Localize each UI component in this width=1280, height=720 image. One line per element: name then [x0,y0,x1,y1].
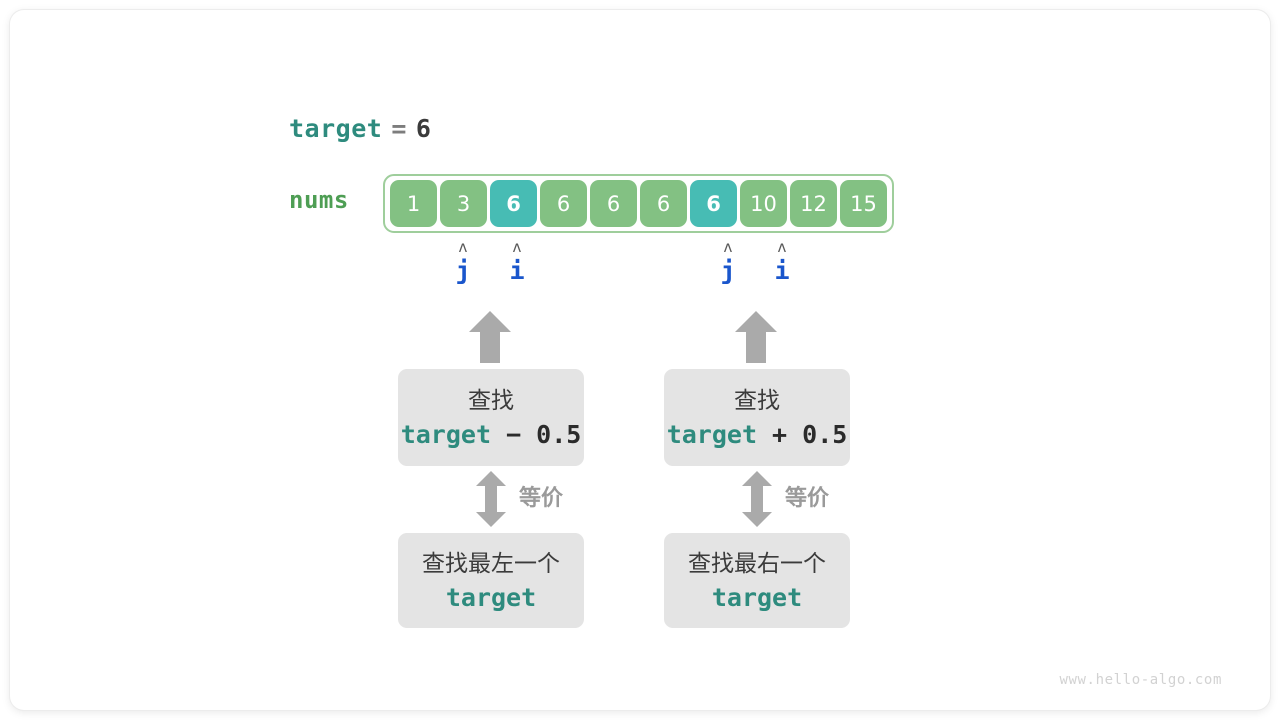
page-frame [10,10,1270,710]
lower-box-right-heading: 查找最右一个 [688,550,826,577]
array-cell[interactable]: 6 [490,180,537,227]
equivalence-label-left: 等价 [519,486,564,511]
target-declaration: target = 6 [289,109,431,147]
pointer-caret-icon: ʌ [723,238,733,256]
upper-box-right-expression: target + 0.5 [667,418,848,452]
target-variable-name: target [289,113,383,143]
pointer-caret-icon: ʌ [458,238,468,256]
pointer-caret-icon: ʌ [512,238,522,256]
equivalence-group-left: 等价 [476,471,563,527]
array-cell[interactable]: 10 [740,180,787,227]
upper-box-left-expression: target − 0.5 [401,418,582,452]
pointer-label: j [720,256,736,285]
equivalence-group-right: 等价 [742,471,829,527]
pointer-i-right: ʌ i [767,240,797,286]
pointer-j-right: ʌ j [713,240,743,286]
pointer-label: i [774,256,790,285]
array-cell[interactable]: 1 [390,180,437,227]
array-cell[interactable]: 6 [540,180,587,227]
target-value: 6 [415,113,432,143]
lower-box-right-expression: target [712,581,802,615]
upper-box-right-var: target [666,419,757,449]
site-watermark: www.hello-algo.com [1059,672,1222,688]
upper-box-left: 查找 target − 0.5 [398,369,584,466]
array-cell[interactable]: 15 [840,180,887,227]
array-cell[interactable]: 6 [640,180,687,227]
array-cell[interactable]: 6 [690,180,737,227]
upper-box-left-offset: − 0.5 [491,419,582,449]
array-cell[interactable]: 12 [790,180,837,227]
up-arrow-icon-left [469,311,511,363]
nums-array: 1 3 6 6 6 6 6 10 12 15 [383,174,894,233]
upper-box-left-heading: 查找 [468,387,514,414]
lower-box-right: 查找最右一个 target [664,533,850,628]
upper-box-left-var: target [400,419,491,449]
upper-box-right: 查找 target + 0.5 [664,369,850,466]
target-equals-operator: = [391,113,407,143]
lower-box-left-expression: target [446,581,536,615]
up-arrow-icon-right [735,311,777,363]
equivalence-label-right: 等价 [785,486,830,511]
lower-box-right-var: target [711,582,803,612]
upper-box-right-offset: + 0.5 [757,419,848,449]
lower-box-left-var: target [445,582,537,612]
pointer-label: i [509,256,525,285]
double-arrow-icon-left [476,471,506,527]
pointer-j-left: ʌ j [448,240,478,286]
upper-box-right-heading: 查找 [734,387,780,414]
pointer-label: j [455,256,471,285]
double-arrow-icon-right [742,471,772,527]
pointer-i-left: ʌ i [502,240,532,286]
lower-box-left-heading: 查找最左一个 [422,550,560,577]
pointer-caret-icon: ʌ [777,238,787,256]
nums-array-label: nums [289,186,349,214]
array-cell[interactable]: 3 [440,180,487,227]
array-cell[interactable]: 6 [590,180,637,227]
lower-box-left: 查找最左一个 target [398,533,584,628]
